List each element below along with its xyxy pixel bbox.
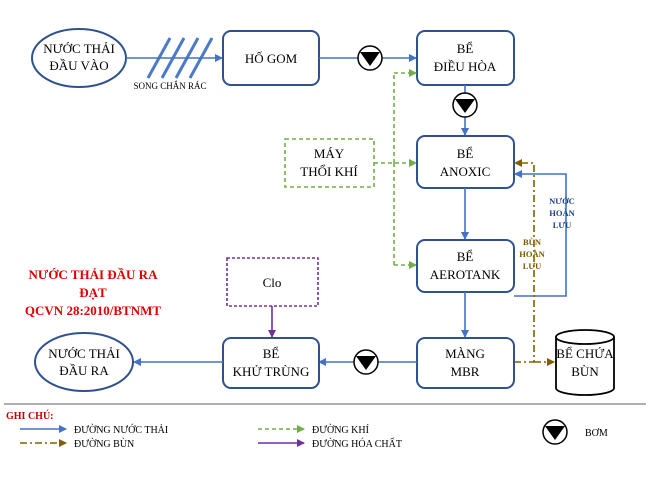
sludge-recycle-label-2: HOÀN [519, 249, 545, 259]
standard-line-3: QCVN 28:2010/BTNMT [25, 303, 161, 318]
blower-label-2: THỔI KHÍ [300, 164, 357, 179]
equalization-label-2: ĐIỀU HÒA [434, 59, 497, 74]
effluent-standard-note: NƯỚC THẢI ĐẦU RA ĐẠT QCVN 28:2010/BTNMT [25, 267, 161, 318]
node-collection-tank: HỐ GOM [222, 30, 320, 86]
node-sludge-tank: BỂ CHỨA BÙN [555, 329, 615, 396]
disinfection-label-1: BỂ [263, 346, 280, 361]
air-lines [374, 69, 417, 269]
influent-label-2: ĐẦU VÀO [49, 58, 108, 73]
screen-label: SONG CHẮN RÁC [133, 81, 206, 91]
water-recycle-label-2: HOÀN [549, 208, 575, 218]
node-mbr: MÀNG MBR [416, 337, 515, 389]
aerotank-label-1: BỂ [457, 249, 474, 264]
legend-air-label: ĐƯỜNG KHÍ [312, 424, 370, 436]
water-recycle-label-3: LƯU [553, 220, 572, 230]
node-disinfection-tank: BỂ KHỬ TRÙNG [222, 337, 320, 389]
effluent-label-1: NƯỚC THẢI [48, 346, 120, 361]
pump-icon [353, 349, 379, 375]
bar-screen: SONG CHẮN RÁC [133, 37, 214, 91]
water-recycle-line [514, 170, 567, 297]
node-aerotank: BỂ AEROTANK [416, 239, 515, 293]
legend-chemical-label: ĐƯỜNG HÓA CHẤT [312, 437, 402, 450]
sludge-tank-label-2: BÙN [571, 364, 599, 379]
pump-icon [452, 92, 478, 118]
node-blower: MÁY THỔI KHÍ [284, 138, 375, 188]
pump-icon [542, 419, 568, 445]
mbr-label-2: MBR [451, 364, 480, 379]
legend-water-label: ĐƯỜNG NƯỚC THẢI [74, 424, 168, 436]
node-chlorine: Clo [226, 257, 319, 307]
sludge-tank-label-1: BỂ CHỨA [556, 346, 614, 361]
sludge-recycle-label-3: LƯU [523, 261, 542, 271]
anoxic-label-2: ANOXIC [440, 164, 491, 179]
legend: GHI CHÚ: ĐƯỜNG NƯỚC THẢI ĐƯỜNG BÙN ĐƯỜNG… [4, 403, 646, 450]
pump-icon [357, 45, 383, 71]
chlorine-label: Clo [263, 275, 282, 290]
aerotank-label-2: AEROTANK [430, 267, 501, 282]
node-equalization-tank: BỂ ĐIỀU HÒA [416, 30, 515, 86]
anoxic-label-1: BỂ [457, 146, 474, 161]
legend-sludge-label: ĐƯỜNG BÙN [74, 438, 134, 450]
node-influent: NƯỚC THẢI ĐẦU VÀO [31, 28, 127, 88]
equalization-label-1: BỂ [457, 41, 474, 56]
sludge-recycle-label-1: BÙN [523, 237, 542, 247]
effluent-label-2: ĐẦU RA [59, 363, 109, 378]
legend-title: GHI CHÚ: [6, 410, 54, 422]
standard-line-1: NƯỚC THẢI ĐẦU RA [29, 267, 159, 282]
legend-pump-label: BƠM [585, 428, 608, 439]
collection-tank-label: HỐ GOM [245, 51, 298, 66]
node-anoxic-tank: BỂ ANOXIC [416, 135, 515, 189]
disinfection-label-2: KHỬ TRÙNG [233, 364, 310, 379]
influent-label-1: NƯỚC THẢI [43, 41, 115, 56]
mbr-label-1: MÀNG [445, 346, 485, 361]
sludge-recycle-line [514, 159, 535, 363]
standard-line-2: ĐẠT [79, 285, 107, 300]
node-effluent: NƯỚC THẢI ĐẦU RA [34, 332, 134, 392]
water-recycle-label-1: NƯỚC [549, 196, 575, 206]
blower-label-1: MÁY [314, 146, 345, 161]
